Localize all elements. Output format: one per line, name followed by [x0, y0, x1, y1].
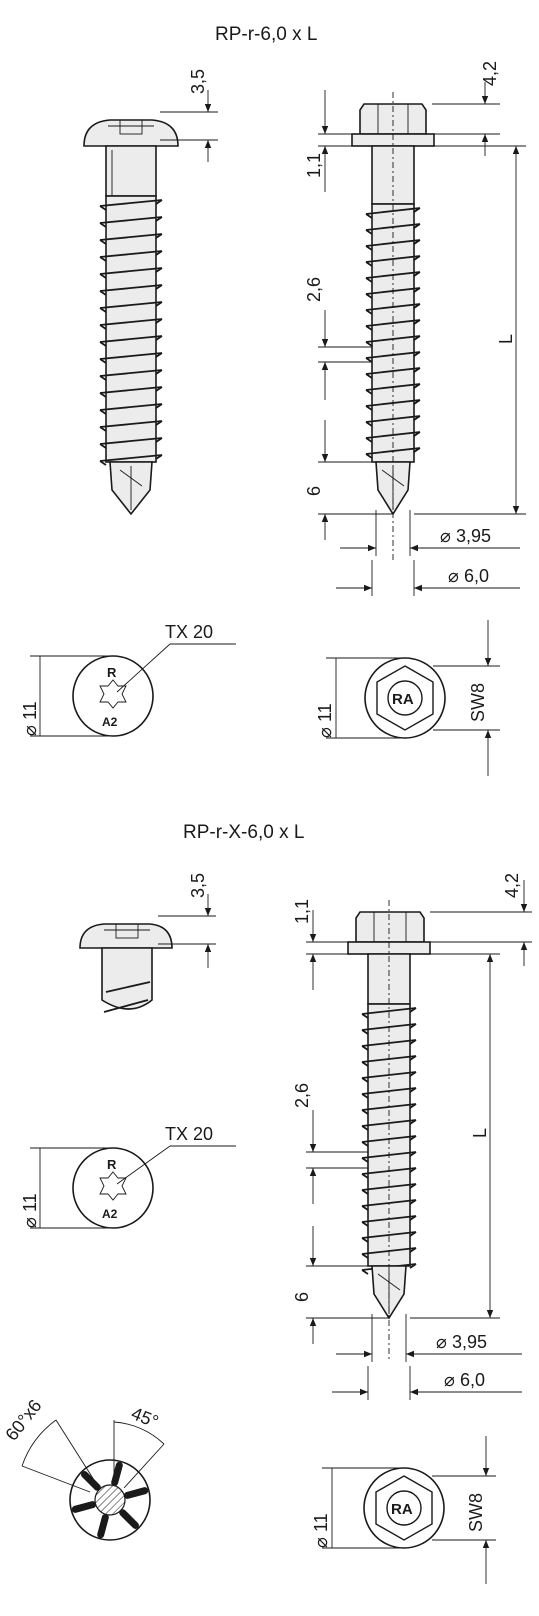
head-height-pan-2-label: 3,5 [188, 873, 208, 898]
dimension-tip-length-2: 6 [292, 1226, 389, 1344]
wrench-size-2-label: SW8 [466, 1493, 486, 1532]
dimension-length-1: L [414, 145, 526, 515]
dimension-head-height-pan-2: 3,5 [158, 873, 216, 968]
dimension-head-height-pan-1: 3,5 [160, 69, 218, 162]
pitch-1-label: 2,6 [304, 277, 324, 302]
dimension-head-height-hex-2: 4,2 [430, 873, 532, 966]
head-diameter-pan-2-label: 11 [20, 1193, 40, 1212]
hex-mark-1: RA [392, 691, 414, 708]
pan-head-screw-2 [79, 923, 173, 1013]
diameter-symbol: ⌀ [20, 1217, 40, 1228]
rib-slot [81, 1471, 101, 1491]
diameter-symbol: ⌀ [20, 725, 40, 736]
head-height-pan-1-label: 3,5 [188, 69, 208, 94]
diameter-symbol: ⌀ [444, 1370, 455, 1390]
dimension-core-diameter-1: ⌀ 3,95 [340, 510, 520, 556]
hex-head-screw-1 [351, 92, 435, 560]
dimension-tip-length-1: 6 [304, 420, 393, 540]
rib-slot [97, 1513, 109, 1539]
rib-slot [71, 1501, 97, 1513]
head-height-hex-2-label: 4,2 [502, 873, 522, 898]
dimension-length-2: L [410, 953, 500, 1319]
diameter-symbol: ⌀ [440, 526, 451, 546]
dimension-pitch-1: 2,6 [304, 277, 372, 400]
head-mark-top-1: R [107, 665, 117, 680]
dimension-pitch-2: 2,6 [292, 1083, 368, 1204]
diameter-symbol: ⌀ [436, 1332, 447, 1352]
drawing-1-title: RP-r-6,0 x L [215, 24, 317, 45]
drive-label-2: TX 20 [165, 1124, 213, 1144]
rib-slot [119, 1509, 139, 1529]
pan-head-top-view-1: R A2 TX 20 ⌀ 11 [20, 622, 236, 737]
head-height-hex-1-label: 4,2 [480, 61, 500, 86]
head-diameter-hex-1-label: 11 [315, 703, 335, 722]
hex-head-top-view-2: RA ⌀ 11 SW8 [311, 1436, 496, 1584]
length-2-label: L [470, 1128, 490, 1138]
outer-diameter-1-label: 6,0 [464, 566, 489, 586]
dimension-washer-height-2: 1,1 [292, 899, 348, 990]
rib-angle-label: 45° [129, 1403, 162, 1432]
washer-height-1-label: 1,1 [304, 153, 324, 178]
wrench-size-1-label: SW8 [468, 683, 488, 722]
diameter-symbol: ⌀ [448, 566, 459, 586]
hex-head-top-view-1: RA ⌀ 11 SW8 [315, 620, 500, 776]
head-mark-bottom-2: A2 [102, 1207, 118, 1221]
tip-length-2-label: 6 [292, 1292, 312, 1302]
dimension-outer-diameter-2: ⌀ 6,0 [332, 1366, 522, 1400]
rib-slot [111, 1461, 123, 1487]
head-diameter-hex-2-label: 11 [311, 1513, 331, 1532]
hex-head-screw-2 [347, 900, 431, 1360]
head-mark-bottom-1: A2 [102, 715, 118, 729]
head-mark-top-2: R [107, 1157, 117, 1172]
thread-1 [99, 195, 163, 466]
washer-height-2-label: 1,1 [292, 899, 312, 924]
drawing-2-title: RP-r-X-6,0 x L [183, 822, 304, 843]
diameter-symbol: ⌀ [315, 727, 335, 738]
dimension-washer-height-1: 1,1 [304, 90, 352, 192]
rib-spec-label: 60°x6 [1, 1396, 45, 1445]
tip-length-1-label: 6 [304, 486, 324, 496]
rib-cross-section: 60°x6 45° [1, 1396, 165, 1541]
dimension-head-height-hex-1: 4,2 [432, 61, 500, 156]
length-1-label: L [496, 334, 516, 344]
hex-mark-2: RA [391, 1501, 413, 1518]
diameter-symbol: ⌀ [311, 1537, 331, 1548]
drive-label-1: TX 20 [165, 622, 213, 642]
rib-slot [123, 1487, 149, 1499]
pan-head-top-view-2: R A2 TX 20 ⌀ 11 [20, 1124, 236, 1229]
outer-diameter-2-label: 6,0 [460, 1370, 485, 1390]
pitch-2-label: 2,6 [292, 1083, 312, 1108]
thread-hex-2 [361, 1003, 417, 1275]
core-diameter-2-label: 3,95 [452, 1332, 487, 1352]
pan-head-screw-1 [83, 119, 179, 516]
dimension-outer-diameter-1: ⌀ 6,0 [336, 560, 520, 596]
head-diameter-pan-1-label: 11 [20, 701, 40, 720]
core-diameter-1-label: 3,95 [456, 526, 491, 546]
dimension-core-diameter-2: ⌀ 3,95 [336, 1314, 522, 1362]
